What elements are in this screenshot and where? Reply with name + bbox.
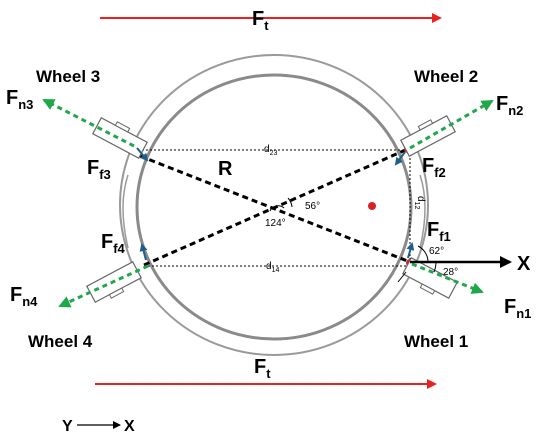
- angle-arc-62: [417, 245, 429, 263]
- radius-label: R: [218, 158, 233, 180]
- ff2-arrow: [394, 151, 406, 166]
- fn2-label: Fn2: [496, 93, 523, 118]
- wheel-1-body: [402, 257, 458, 299]
- fn4-label: Fn4: [10, 284, 38, 309]
- ff1-arrow: [406, 242, 415, 259]
- wheel-3-label: Wheel 3: [36, 67, 100, 86]
- d14-label: d14: [266, 261, 279, 274]
- fn1-arrow: [411, 262, 484, 294]
- fn3-arrow: [42, 98, 135, 148]
- angle-arc-124: [269, 205, 285, 212]
- ff1-label: Ff1: [427, 219, 451, 244]
- d12-label: d12: [413, 196, 426, 209]
- wheel-3-body: [92, 117, 148, 159]
- angle-56-label: 56°: [305, 201, 320, 212]
- wheel-4-label: Wheel 4: [28, 332, 93, 351]
- x-axis-label: X: [517, 253, 531, 275]
- center-of-mass-point: [368, 202, 376, 210]
- wheel-2-label: Wheel 2: [414, 67, 478, 86]
- angle-arc-56: [287, 197, 293, 208]
- angle-124-label: 124°: [265, 218, 286, 229]
- fn4-arrow: [58, 264, 149, 308]
- angle-62-label: 62°: [429, 246, 444, 257]
- ring-segment-left: [122, 174, 129, 249]
- ring-segment-right: [419, 174, 426, 249]
- wheel-4-body: [86, 261, 142, 303]
- ff2-label: Ff2: [422, 155, 446, 180]
- wheel-1-tick: [397, 271, 407, 283]
- diagonal-w4-w2: [143, 146, 411, 267]
- ff3-arrow: [136, 147, 149, 162]
- fn2-arrow: [409, 99, 494, 150]
- fn1-label: Fn1: [504, 296, 531, 321]
- fn3-label: Fn3: [6, 87, 33, 112]
- ft-top-label: Ft: [252, 8, 269, 33]
- wheel-1-label: Wheel 1: [404, 332, 468, 351]
- d23-label: d23: [264, 144, 277, 157]
- legend-y-label: Y: [62, 418, 73, 435]
- ff4-label: Ff4: [101, 231, 126, 256]
- angle-28-label: 28°: [443, 267, 458, 278]
- legend-x-label: X: [124, 418, 135, 435]
- ff4-arrow: [139, 243, 148, 261]
- angle-arc-28: [433, 261, 437, 273]
- ff3-label: Ff3: [87, 157, 111, 182]
- ft-bottom-label: Ft: [254, 356, 271, 381]
